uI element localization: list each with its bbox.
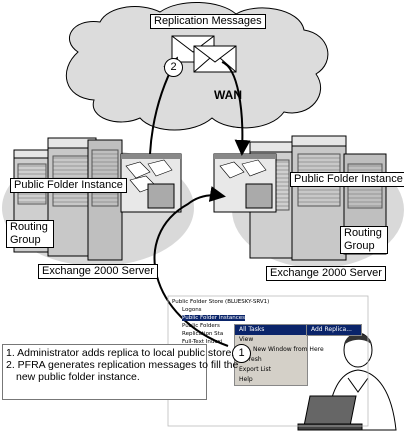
public-folder-window-left [120,153,182,213]
tree-root[interactable]: Public Folder Store (BLUESKY-SRV1) [172,299,270,305]
administrator-figure [297,332,397,431]
step-1-text: 1. Administrator adds replica to local p… [6,347,235,359]
tree-item[interactable]: Logons [182,307,202,313]
tree-item[interactable]: Public Folders [182,323,220,329]
tree-item[interactable]: Replication Sta [182,331,224,337]
step-2-text: 2. PFRA generates replication messages t… [6,359,239,371]
right-server-label: Exchange 2000 Server [266,266,386,281]
menu-item-refresh[interactable]: Refresh [239,356,262,363]
server-icon [291,135,347,261]
tree-item[interactable]: Full-Text Indexi [182,339,223,345]
envelope-icon [193,45,237,73]
left-server-label: Exchange 2000 Server [38,264,158,279]
steps-description-box: 1. Administrator adds replica to local p… [2,344,239,400]
menu-item-view[interactable]: View [239,336,254,343]
step-1-badge: 1 [232,344,251,363]
submenu: Add Replica... [306,324,362,336]
left-instance-label: Public Folder Instance [10,178,127,193]
tree-item-selected[interactable]: Public Folder Instances [182,315,246,321]
menu-item-all-tasks[interactable]: All Tasks [235,325,307,335]
menu-item-help[interactable]: Help [239,376,253,383]
menu-item-add-replica[interactable]: Add Replica... [307,325,361,335]
replication-messages-label: Replication Messages [150,14,266,29]
left-routing-group-label: Routing Group [6,220,54,248]
step-2-text-cont: new public folder instance. [16,371,140,383]
context-menu: All Tasks View New Window from Here Refr… [234,324,324,386]
step-2-badge: 2 [164,58,183,77]
console-tree: Public Folder Store (BLUESKY-SRV1) Logon… [172,298,269,346]
server-icon [87,139,123,261]
menu-item-export-list[interactable]: Export List [239,366,272,373]
right-routing-group-label: Routing Group [340,226,388,254]
public-folder-window-right [213,153,277,213]
menu-item-new-window[interactable]: New Window from Here [253,346,324,353]
arrow-to-right-instance [221,61,251,156]
wan-label: WAN [214,88,242,102]
right-instance-label: Public Folder Instance [290,172,404,187]
